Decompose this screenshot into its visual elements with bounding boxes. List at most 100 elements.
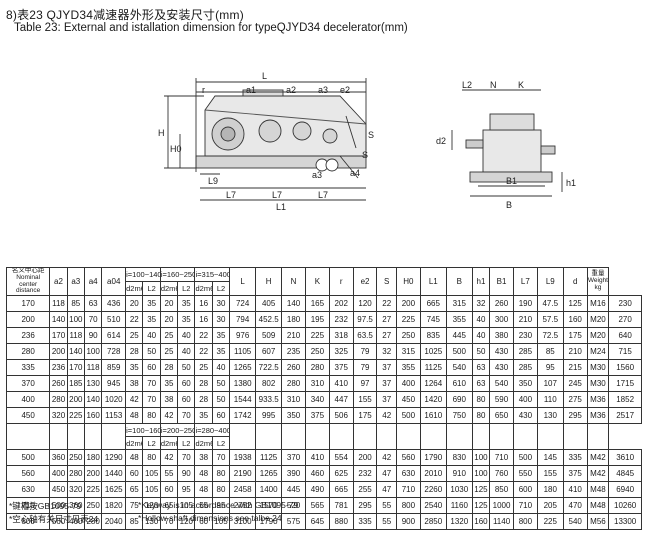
table-cell: 22: [194, 327, 213, 345]
distance-cell: 500: [5, 449, 51, 467]
header-ratio: i=315~400: [194, 266, 231, 283]
table-cell: 60: [159, 481, 179, 499]
table-cell: 105: [142, 465, 161, 483]
table-cell: 1030: [445, 481, 473, 499]
header-blank: [489, 423, 514, 451]
table-cell: 38: [194, 449, 213, 467]
table-cell: 200: [395, 295, 421, 313]
table-cell: 160: [562, 311, 588, 329]
table-cell: 350: [512, 375, 538, 393]
table-cell: 630: [395, 465, 421, 483]
header-sub: d2m6: [125, 436, 144, 451]
table-cell: M42: [586, 465, 610, 483]
header-cell: a4: [83, 266, 103, 297]
table-cell: 30: [211, 311, 231, 329]
table-cell: 640: [608, 327, 642, 345]
table-cell: 285: [512, 343, 538, 361]
table-cell: 250: [304, 343, 330, 361]
label-N: N: [490, 80, 497, 90]
header-blank: [352, 423, 378, 451]
table-cell: 42: [159, 407, 179, 425]
table-cell: 880: [328, 513, 354, 531]
table-cell: 355: [395, 359, 421, 377]
table-cell: 506: [328, 407, 354, 425]
table-cell: 315: [445, 295, 473, 313]
table-cell: 32: [471, 295, 491, 313]
table-cell: 22: [376, 295, 397, 313]
table-cell: 200: [83, 465, 103, 483]
label-L: L: [262, 71, 267, 81]
table-cell: 724: [229, 295, 257, 313]
table-cell: 79: [352, 343, 378, 361]
header-sub: d2m6: [159, 436, 179, 451]
table-cell: 63: [83, 295, 103, 313]
header-blank: [536, 423, 564, 451]
table-cell: 37: [376, 359, 397, 377]
table-cell: 610: [445, 375, 473, 393]
header-cell: N: [281, 266, 306, 297]
label-r: r: [202, 85, 205, 95]
label-S2: S: [362, 150, 368, 160]
table-cell: 794: [229, 311, 257, 329]
table-cell: 35: [125, 359, 144, 377]
table-cell: 280: [304, 359, 330, 377]
table-cell: 800: [395, 497, 421, 515]
table-cell: 1820: [101, 497, 127, 515]
table-cell: 100: [471, 465, 491, 483]
table-cell: 436: [101, 295, 127, 313]
header-cell: S: [376, 266, 397, 297]
table-cell: 97.5: [352, 311, 378, 329]
table-cell: 25: [194, 359, 213, 377]
table-cell: 38: [125, 375, 144, 393]
distance-cell: 630: [5, 481, 51, 499]
table-cell: M24: [586, 343, 610, 361]
table-cell: 560: [395, 449, 421, 467]
label-L7-2: L7: [272, 190, 282, 200]
table-cell: 65: [125, 481, 144, 499]
table-cell: 710: [489, 449, 514, 467]
table-cell: 335: [562, 449, 588, 467]
table-cell: 1610: [419, 407, 447, 425]
header-cell: B: [445, 266, 473, 297]
label-a2: a2: [286, 85, 296, 95]
table-cell: 97: [352, 375, 378, 393]
header-cell: L: [229, 266, 257, 297]
table-cell: 95: [177, 481, 196, 499]
table-cell: 800: [512, 513, 538, 531]
table-cell: 42: [125, 391, 144, 409]
table-cell: 125: [471, 497, 491, 515]
table-cell: 859: [101, 359, 127, 377]
table-cell: 300: [489, 311, 514, 329]
table-cell: 95: [536, 359, 564, 377]
table-cell: 60: [194, 513, 213, 531]
table-cell: 130: [536, 407, 564, 425]
table-cell: 2040: [101, 513, 127, 531]
distance-cell: 370: [5, 375, 51, 393]
header-cell: H: [255, 266, 283, 297]
table-cell: 236: [49, 359, 68, 377]
table-cell: 37: [376, 391, 397, 409]
header-ratio: i=100~160: [125, 423, 161, 438]
label-a3-angle: a3: [312, 170, 322, 180]
table-cell: 850: [489, 481, 514, 499]
table-cell: 1125: [419, 359, 447, 377]
distance-cell: 200: [5, 311, 51, 329]
table-cell: 60: [211, 407, 231, 425]
table-cell: 2458: [229, 481, 257, 499]
table-cell: 1544: [229, 391, 257, 409]
table-cell: 270: [608, 311, 642, 329]
table-cell: 225: [395, 311, 421, 329]
table-cell: 25: [159, 327, 179, 345]
table-cell: 715: [608, 343, 642, 361]
header-cell: d: [562, 266, 588, 297]
table-cell: 2850: [419, 513, 447, 531]
table-cell: M16: [586, 295, 610, 313]
table-cell: 1560: [608, 359, 642, 377]
header-sub: L2: [211, 281, 231, 297]
table-cell: 470: [562, 497, 588, 515]
table-cell: 590: [489, 391, 514, 409]
table-cell: 50: [211, 375, 231, 393]
